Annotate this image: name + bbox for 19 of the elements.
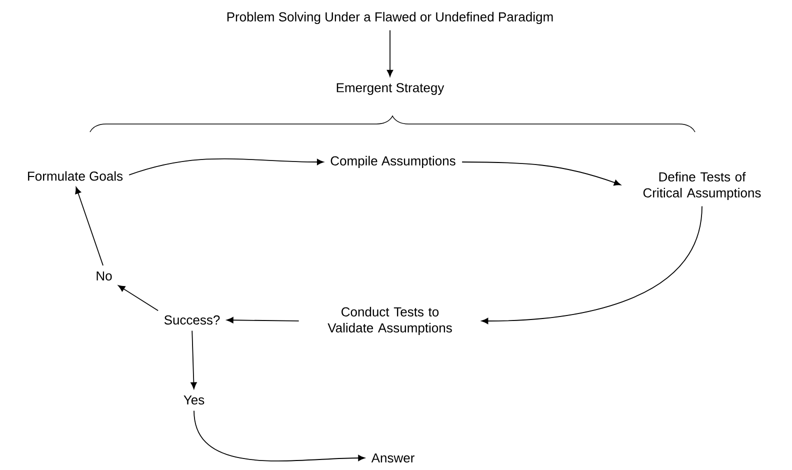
- flow-label: Compile Assumptions: [330, 156, 456, 168]
- arrow: [118, 285, 159, 312]
- arrow: [128, 158, 324, 176]
- arrow: [226, 317, 300, 324]
- arrow: [190, 330, 197, 390]
- flow-label: Answer: [371, 453, 414, 463]
- flow-label: No: [96, 271, 112, 281]
- arrow: [462, 162, 621, 186]
- flow-label: Yes: [184, 395, 204, 405]
- flow-label: Conduct Tests to Validate Assumptions: [328, 306, 452, 336]
- flow-label: Formulate Goals: [28, 171, 123, 181]
- flow-label: Emergent Strategy: [336, 83, 444, 95]
- flow-label: Define Tests of Critical Assumptions: [643, 172, 761, 200]
- flow-label: Problem Solving Under a Flawed or Undefined Paradigm: [227, 12, 553, 24]
- flow-label: Success?: [164, 315, 220, 325]
- arrow: [386, 30, 394, 77]
- arrow: [75, 186, 104, 266]
- arrow: [481, 206, 702, 324]
- arrow: [194, 410, 365, 462]
